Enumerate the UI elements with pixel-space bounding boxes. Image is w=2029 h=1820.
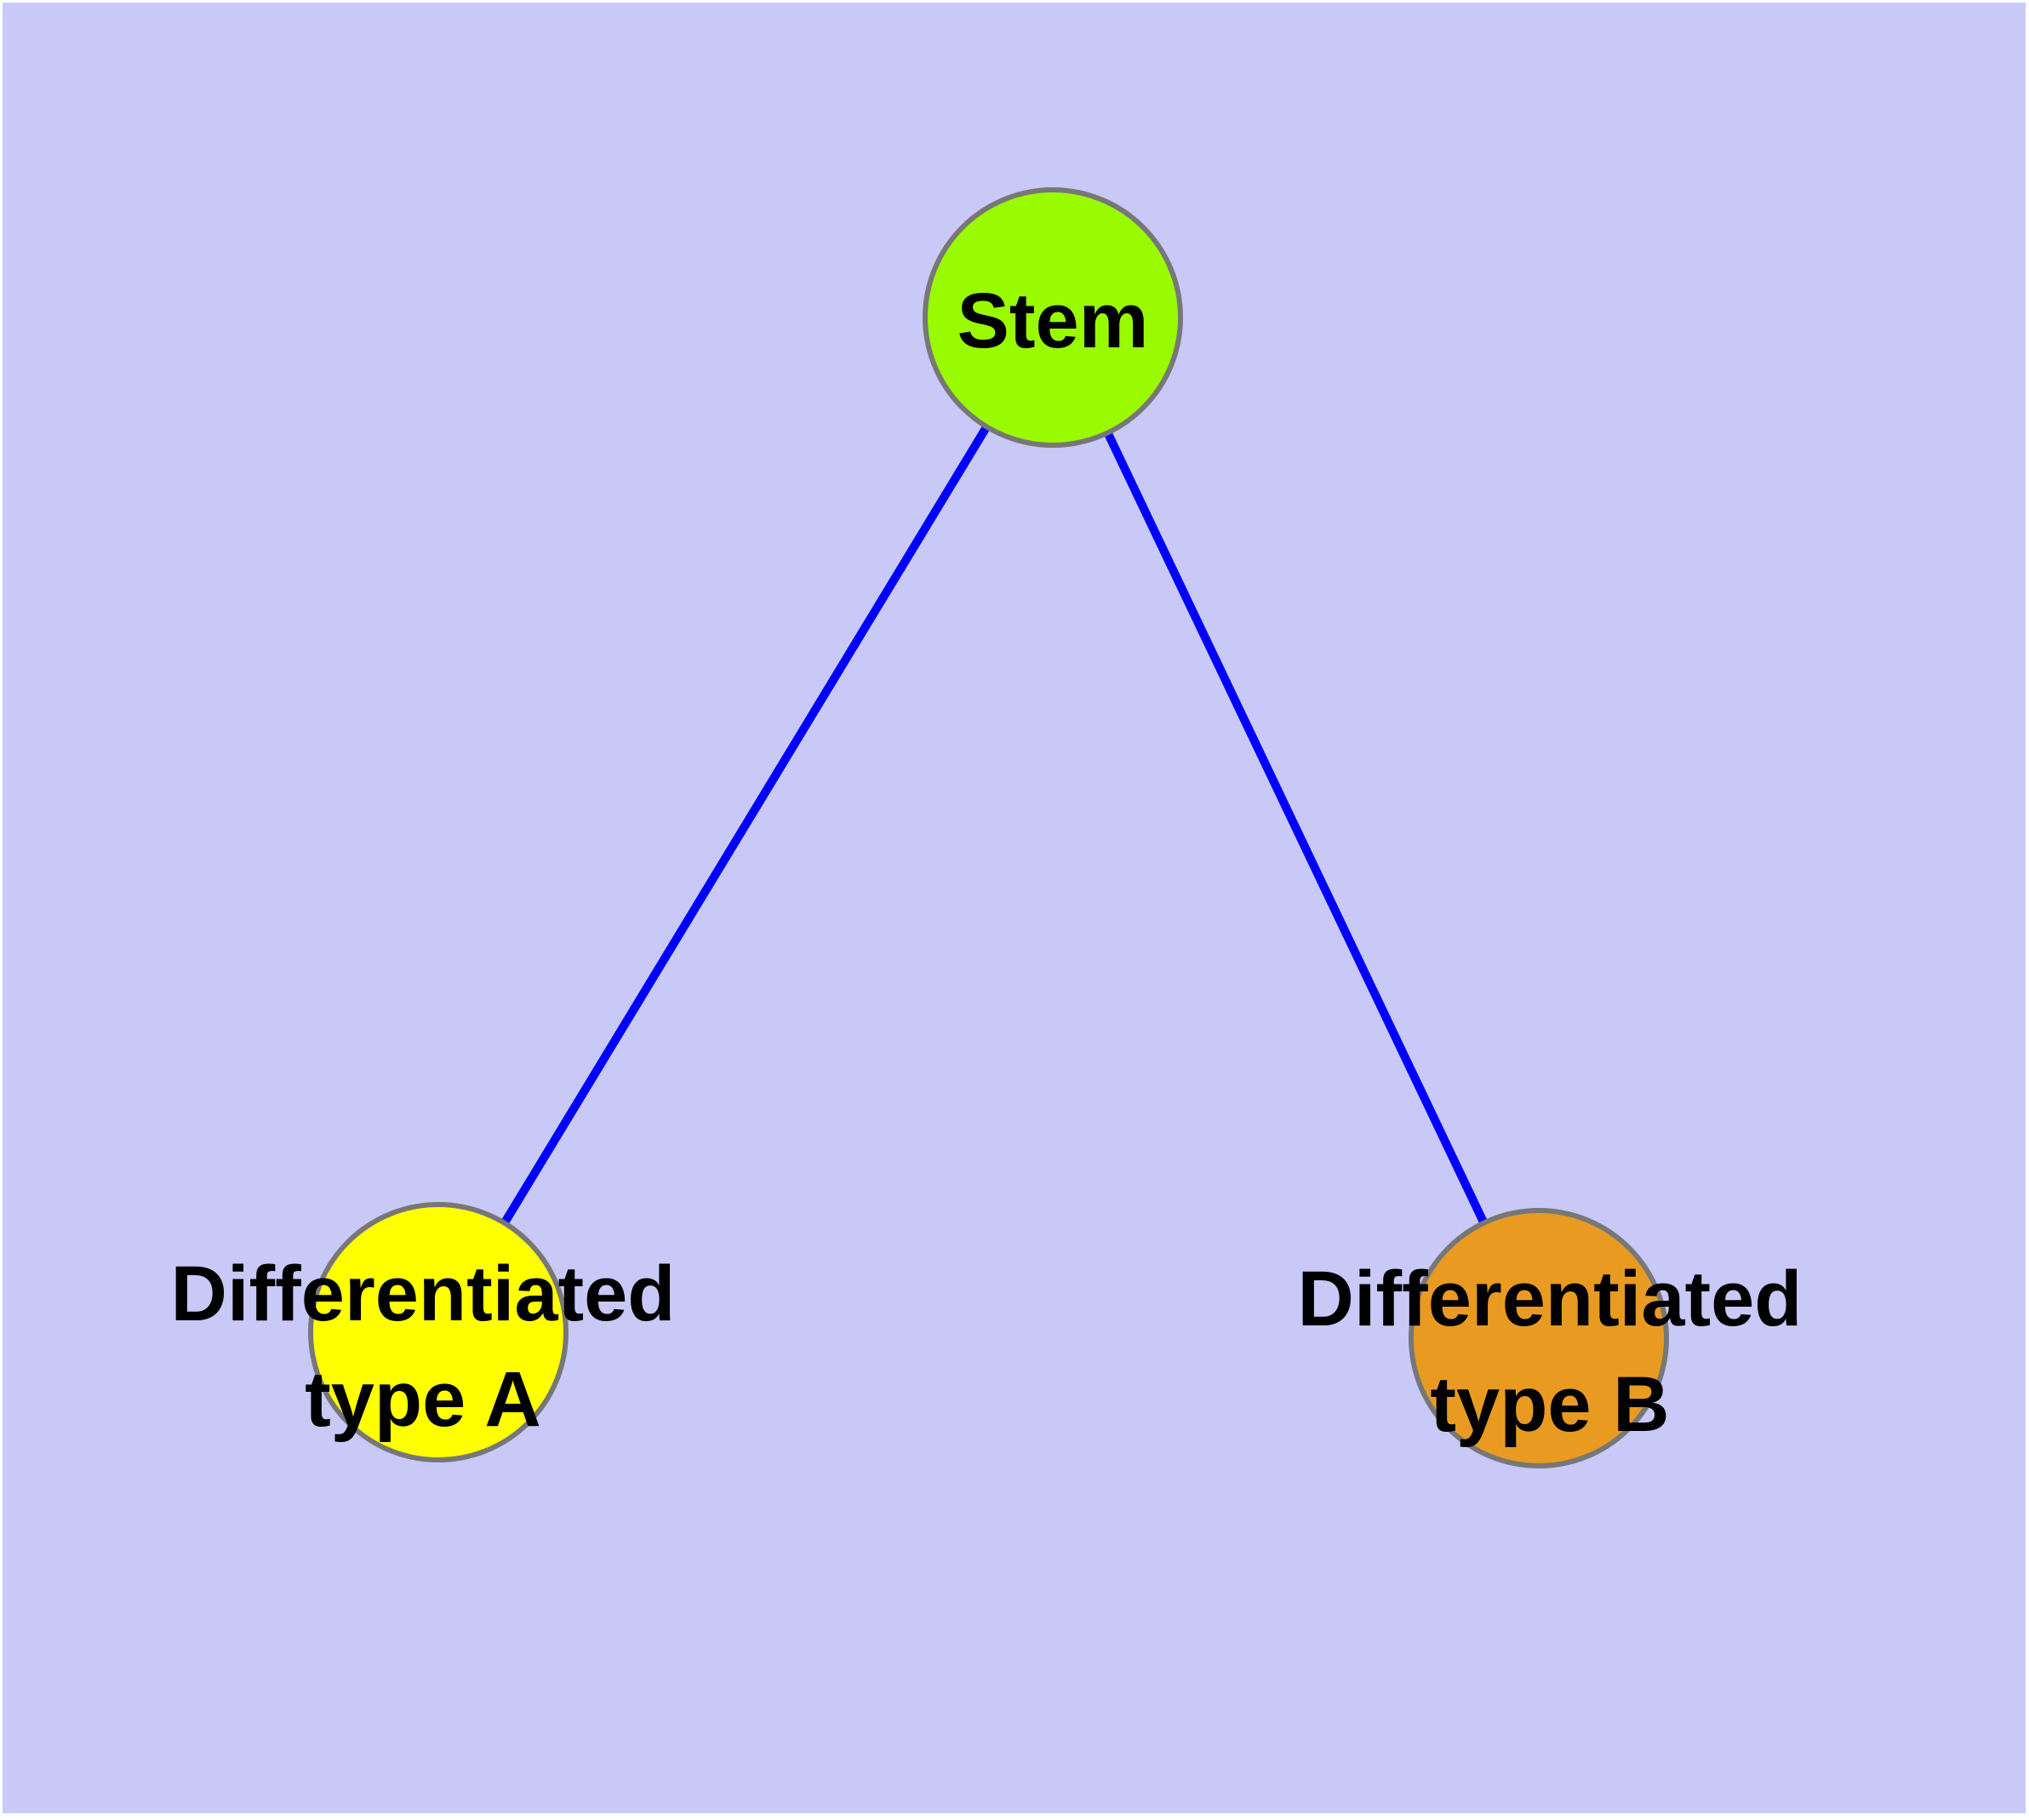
edge-stem-to-differentiated-type-a <box>434 315 1057 1335</box>
node-differentiated-type-b-circle <box>1409 1208 1669 1468</box>
edge-stem-to-differentiated-type-b <box>1049 315 1543 1341</box>
node-stem-circle <box>923 187 1183 448</box>
node-differentiated-type-a-circle <box>308 1202 569 1462</box>
